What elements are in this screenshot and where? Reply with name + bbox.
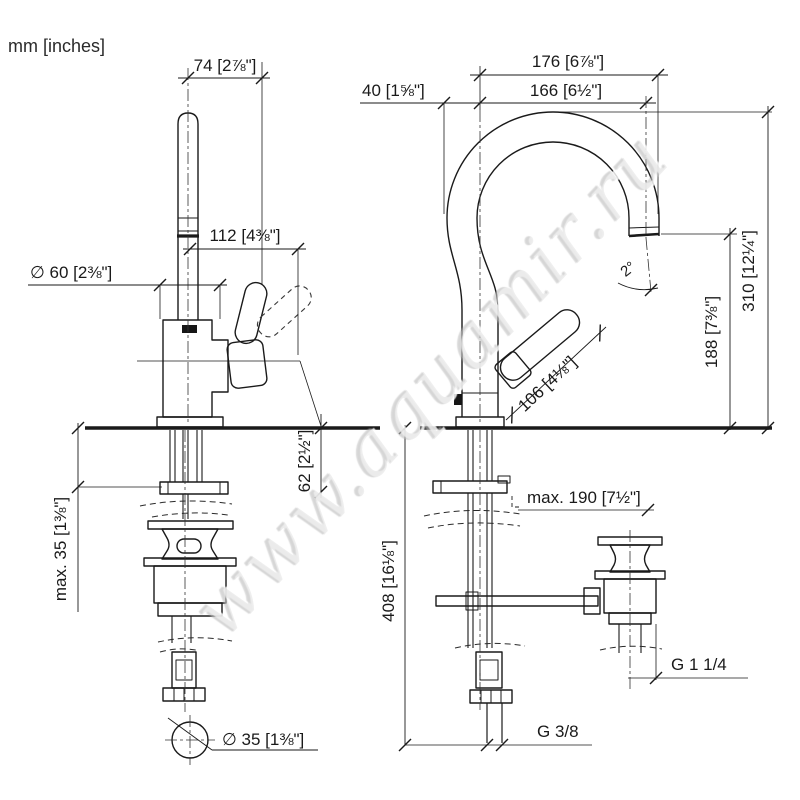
units-label: mm [inches] [8, 36, 105, 56]
dim-outlet-angle: 2° [617, 258, 639, 280]
left-view-centerlines [165, 68, 215, 765]
left-view-handle-ghost [256, 285, 312, 338]
dim-spout-height: 112 [4⅜"] [210, 226, 281, 245]
labels: mm [inches] 74 [2⅞"] 112 [4⅜"] ∅ 60 [2⅜"… [8, 36, 758, 749]
brand-plate [182, 325, 197, 333]
right-view-centerlines [479, 96, 652, 710]
dim-max-popup-rod: max. 190 [7½"] [527, 488, 641, 507]
dim-base-diameter: ∅ 60 [2⅜"] [30, 263, 112, 282]
dim-deck-to-outlet: 188 [7⅜"] [702, 296, 721, 368]
dim-below-deck-length: 408 [16⅛"] [379, 540, 398, 622]
dim-centre-offset: 40 [1⅝"] [362, 81, 425, 100]
dim-total-height: 310 [12¼"] [739, 230, 758, 312]
right-view-outline [420, 111, 772, 743]
left-view-outline [85, 112, 380, 759]
dim-drain-hole-diameter: ∅ 35 [1⅜"] [222, 730, 304, 749]
drain-thread-label: G 1 1/4 [671, 655, 727, 674]
right-view-break-marks [423, 509, 663, 651]
right-view-dimensions [360, 66, 775, 752]
dim-handle-length: 106 [4⅛"] [514, 352, 580, 415]
supply-thread-label: G 3/8 [537, 722, 579, 741]
dim-reach-overall: 176 [6⅞"] [532, 52, 604, 71]
dim-deck-to-spout: 62 [2½"] [295, 430, 314, 493]
dim-max-mounting-thickness: max. 35 [1⅜"] [51, 497, 70, 601]
dim-reach-to-outlet: 166 [6½"] [530, 81, 602, 100]
dim-top-width: 74 [2⅞"] [194, 56, 257, 75]
left-view-dimensions [28, 62, 328, 751]
left-view-break-marks [139, 500, 233, 653]
